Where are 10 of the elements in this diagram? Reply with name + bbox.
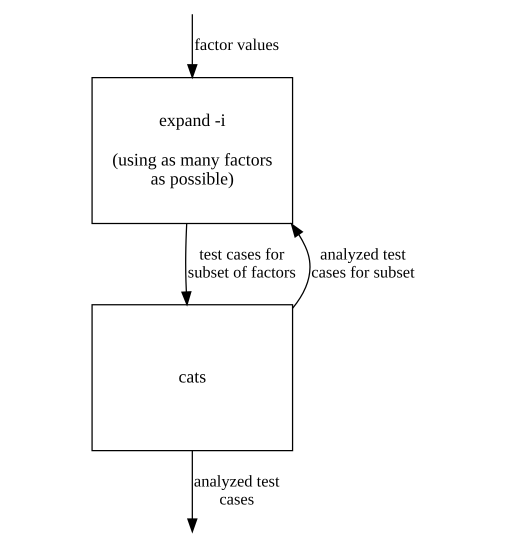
edge-label: analyzed test cases for subset (311, 244, 415, 282)
edge-label: analyzed test cases (194, 472, 280, 508)
node-box: expand -i (using as many factors as possible) (91, 76, 294, 224)
node-box: cats (91, 304, 294, 452)
arrow (186, 450, 198, 534)
arrow (181, 224, 192, 307)
arrow (290, 222, 311, 309)
edge-label: test cases for subset of factors (188, 244, 296, 282)
edge-label: factor values (194, 35, 280, 54)
arrow (186, 14, 198, 80)
